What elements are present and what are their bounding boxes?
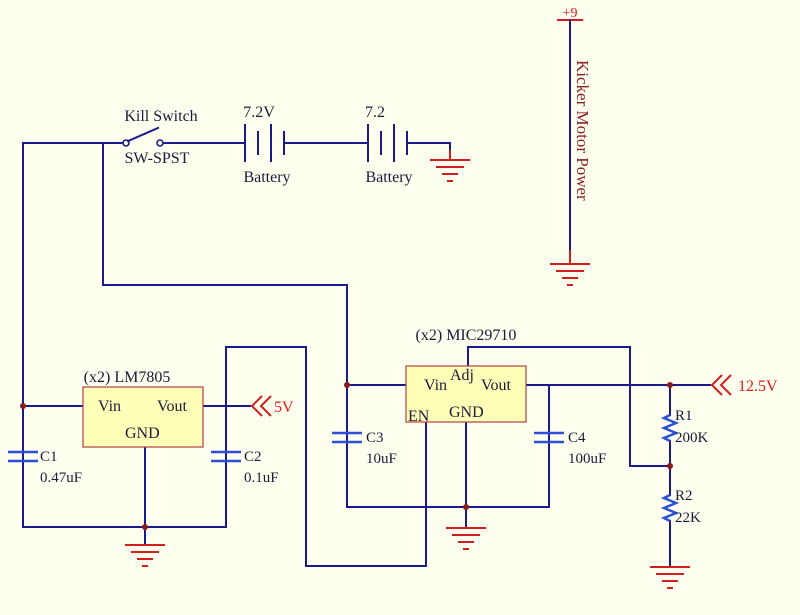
c4-ref: C4 xyxy=(568,430,586,446)
c1-ref: C1 xyxy=(40,449,58,465)
battery-branch-wires xyxy=(22,142,451,528)
c4-value: 100uF xyxy=(568,451,606,467)
ground-symbol-kicker xyxy=(550,250,590,286)
ground-symbol-battery xyxy=(430,150,470,182)
lm7805-title: (x2) LM7805 xyxy=(84,369,171,386)
lm7805-gnd: GND xyxy=(125,425,160,442)
mic29710-title: (x2) MIC29710 xyxy=(416,327,517,344)
kill-switch: Kill Switch SW-SPST xyxy=(122,108,198,167)
mic29710-body xyxy=(405,365,527,423)
kicker-power-rail: +9 Kicker Motor Power xyxy=(557,6,592,265)
c2-value: 0.1uF xyxy=(244,470,279,486)
r1-ref: R1 xyxy=(675,408,693,424)
output-12v5-port: 12.5V xyxy=(710,374,778,396)
battery-2-label: Battery xyxy=(365,169,412,186)
c1-value: 0.47uF xyxy=(40,470,82,486)
ground-symbol-mic29710 xyxy=(446,527,486,550)
c3-value: 10uF xyxy=(366,451,397,467)
c2-ref: C2 xyxy=(244,449,262,465)
r2-ref: R2 xyxy=(675,488,693,504)
lm7805-vout: Vout xyxy=(157,398,187,415)
ground-symbol-lm7805 xyxy=(125,544,165,567)
mic29710-regulator: (x2) MIC29710 Vin Adj Vout GND EN xyxy=(405,327,527,425)
battery-1: 7.2V Battery xyxy=(243,104,290,186)
r1-value: 200K xyxy=(675,430,709,446)
power-rail-label: +9 xyxy=(563,6,578,21)
capacitor-c2: C2 0.1uF xyxy=(211,449,279,486)
mic29710-gnd: GND xyxy=(449,404,484,421)
mic29710-en: EN xyxy=(408,408,430,425)
power-rail-name: Kicker Motor Power xyxy=(573,60,592,201)
mic29710-vout: Vout xyxy=(481,377,511,394)
output-5v-label: 5V xyxy=(274,399,294,416)
lm7805-vin: Vin xyxy=(98,398,121,415)
mic29710-vin: Vin xyxy=(424,377,447,394)
battery-1-voltage: 7.2V xyxy=(243,104,275,121)
ground-symbol-divider xyxy=(650,566,690,589)
battery-1-label: Battery xyxy=(243,169,290,186)
capacitor-c4: C4 100uF xyxy=(534,430,606,467)
output-5v-port: 5V xyxy=(250,395,294,417)
battery-2: 7.2 Battery xyxy=(365,104,413,186)
battery-2-voltage: 7.2 xyxy=(365,104,385,121)
resistor-r1: R1 200K xyxy=(660,408,709,446)
r2-value: 22K xyxy=(675,510,701,526)
mic29710-adj: Adj xyxy=(450,367,474,384)
mic29710-wires xyxy=(346,346,711,568)
c3-ref: C3 xyxy=(366,430,384,446)
switch-part: SW-SPST xyxy=(125,150,190,167)
lm7805-body xyxy=(82,386,204,448)
lm7805-regulator: (x2) LM7805 Vin Vout GND xyxy=(82,369,204,448)
output-12v5-label: 12.5V xyxy=(738,378,778,395)
resistor-r2: R2 22K xyxy=(660,488,701,526)
lm7805-wires xyxy=(22,346,427,567)
capacitor-c3: C3 10uF xyxy=(332,430,397,467)
capacitor-c1: C1 0.47uF xyxy=(8,449,82,486)
switch-label: Kill Switch xyxy=(124,108,197,125)
junctions xyxy=(20,382,673,530)
